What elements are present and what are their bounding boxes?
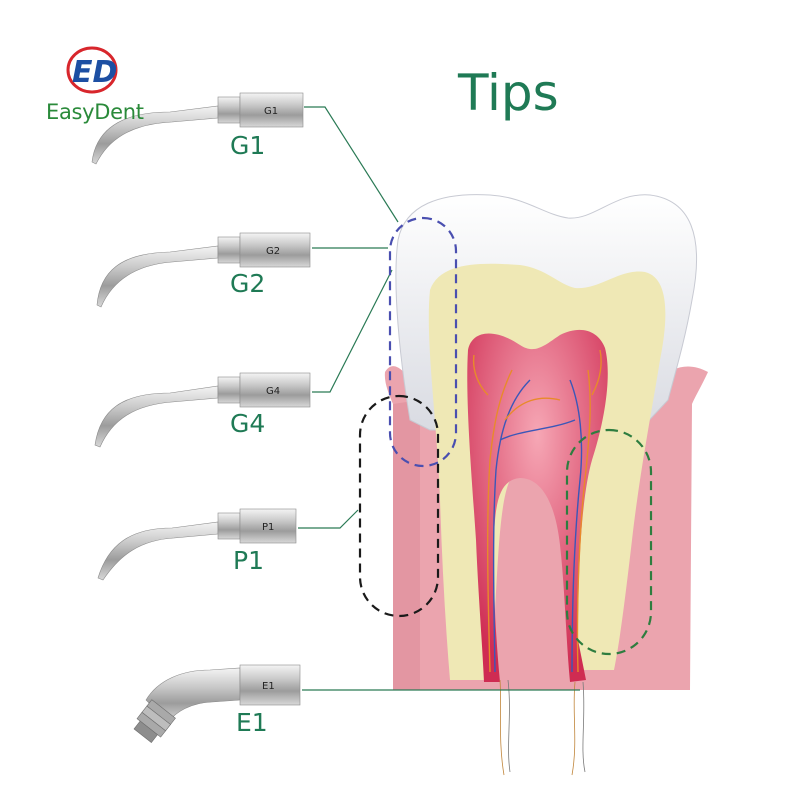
- tip-g2-instrument: G2: [96, 232, 311, 308]
- blood-vessels: [472, 349, 602, 673]
- tip-g4-instrument: G4: [94, 372, 311, 448]
- tip-g2-label: G2: [230, 269, 266, 298]
- tip-e1-label: E1: [236, 708, 268, 737]
- root-zone-outline: [565, 428, 653, 656]
- tip-p1-instrument: P1: [97, 508, 297, 581]
- diagram-title: Tips: [458, 64, 559, 122]
- connector-p1: [298, 509, 359, 529]
- gum-shade: [393, 400, 420, 690]
- tip-g4-stamp: G4: [266, 386, 280, 397]
- tip-p1-stamp: P1: [262, 522, 274, 533]
- brand-name: EasyDent: [46, 100, 144, 124]
- tip-g1-label: G1: [230, 131, 266, 160]
- logo-ring-icon: [66, 46, 118, 94]
- tip-p1-label: P1: [233, 546, 264, 575]
- tip-g2-stamp: G2: [266, 246, 280, 257]
- crown-zone-outline: [388, 216, 458, 468]
- periodontal-zone-outline: [358, 394, 440, 618]
- connector-g4: [312, 269, 393, 393]
- tip-e1-thread: [133, 699, 176, 743]
- connector-g1: [304, 106, 399, 223]
- tip-g4-label: G4: [230, 409, 266, 438]
- tip-g1-stamp: G1: [264, 106, 278, 117]
- tip-g1-instrument: G1: [91, 92, 304, 165]
- tip-e1-instrument: E1: [133, 664, 301, 743]
- tip-e1-stamp: E1: [262, 681, 275, 692]
- connector-lines: [298, 106, 580, 691]
- nerve-fibers: [499, 679, 586, 776]
- logo-letters: ED: [72, 55, 117, 90]
- brand-logo: ED: [66, 46, 118, 94]
